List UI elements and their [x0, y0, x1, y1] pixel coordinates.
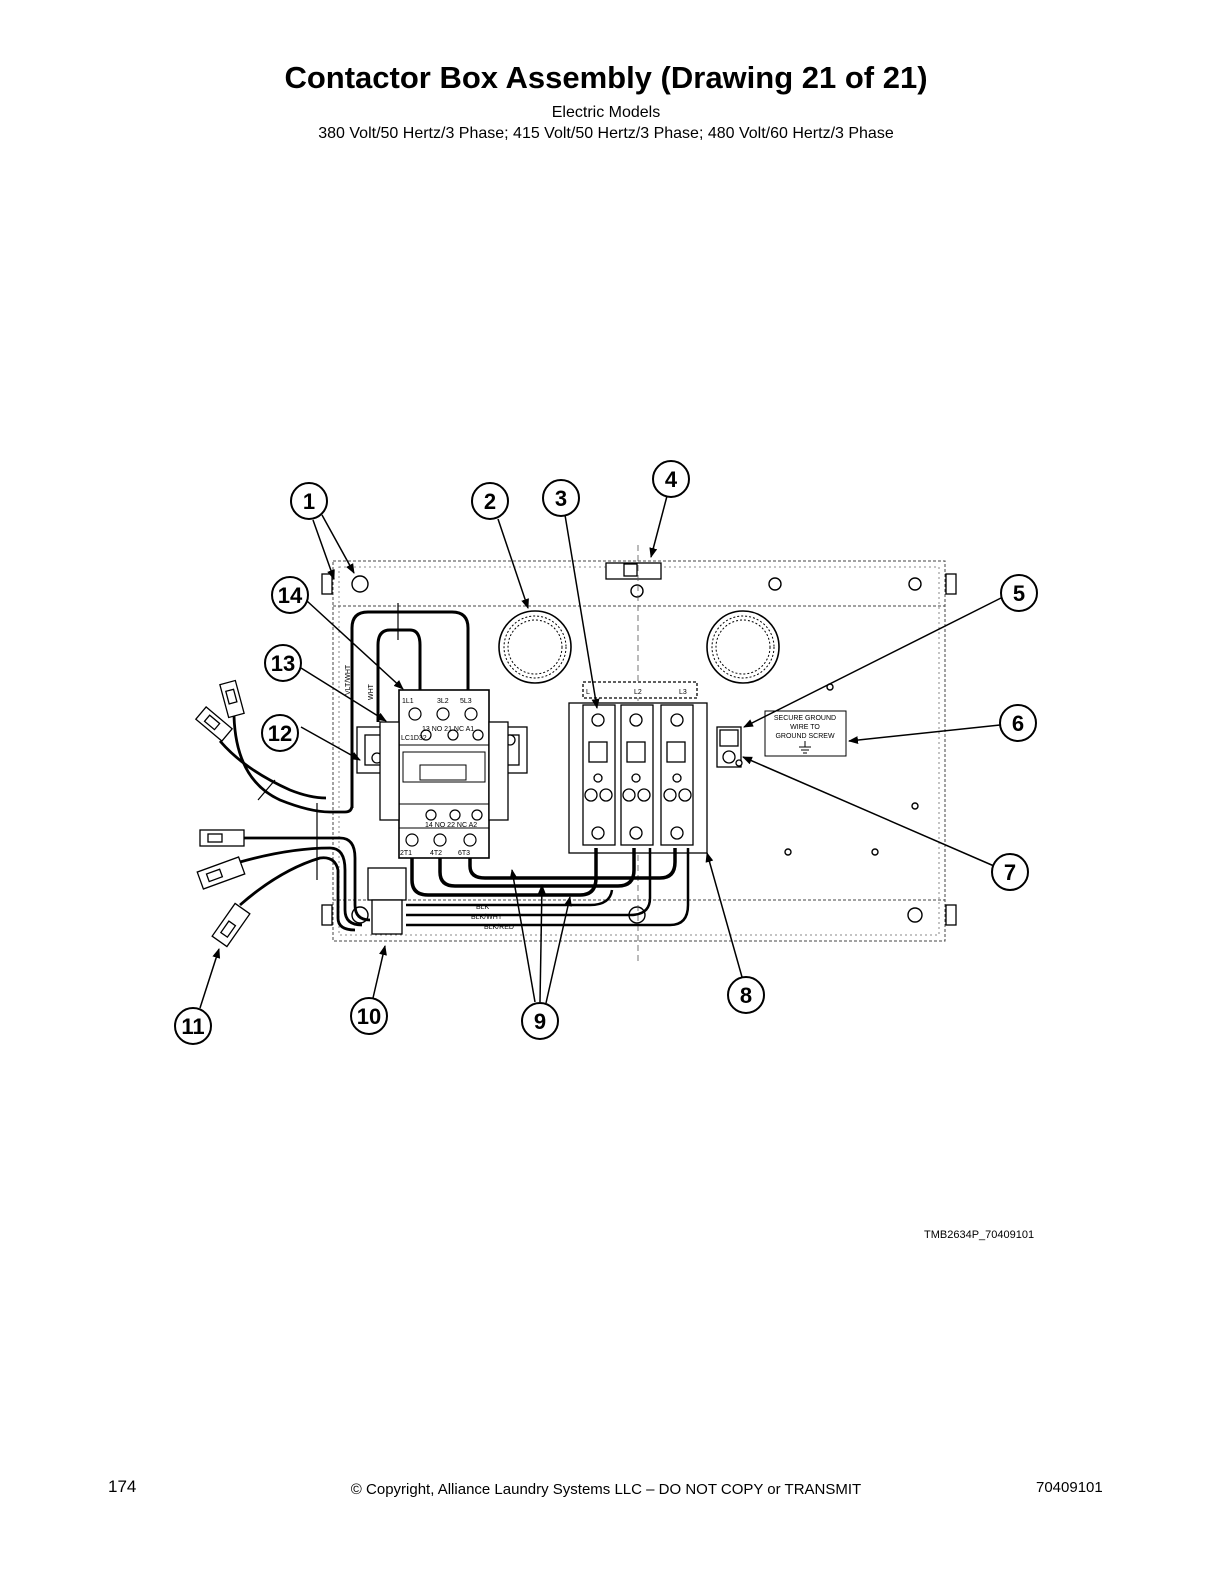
- contactor-terminal-l3: 5L3: [460, 698, 472, 705]
- callout-9: 9: [521, 1002, 559, 1040]
- page-title: Contactor Box Assembly (Drawing 21 of 21…: [284, 60, 928, 95]
- svg-text:13: 13: [271, 651, 295, 676]
- strain-relief: [367, 867, 407, 935]
- wire-label-vlt-wht: VLT/WHT: [345, 664, 352, 695]
- page-number: 174: [108, 1477, 137, 1496]
- callouts: 1 2 3 4 5 6 7 8 9 10 11 12 13 14: [174, 460, 1038, 1045]
- svg-text:1: 1: [303, 489, 315, 514]
- callout-10: 10: [350, 997, 388, 1035]
- callout-13: 13: [264, 644, 302, 682]
- copyright-notice: © Copyright, Alliance Laundry Systems LL…: [350, 1481, 862, 1498]
- callout-12: 12: [261, 714, 299, 752]
- svg-text:2: 2: [484, 489, 496, 514]
- contactor-terminal-t1: 2T1: [400, 850, 412, 857]
- contactor-terminal-l1: 1L1: [402, 698, 414, 705]
- svg-text:5: 5: [1013, 581, 1025, 606]
- page-subtitle: Electric Models: [551, 104, 661, 121]
- wire-label-wht: WHT: [368, 683, 375, 700]
- ground-label-line-2: WIRE TO: [790, 724, 820, 731]
- terminal-label-l: L: [586, 689, 590, 696]
- mounting-screws: [351, 575, 923, 924]
- ground-label-line-3: GROUND SCREW: [775, 733, 835, 740]
- svg-text:14: 14: [278, 583, 303, 608]
- contactor-terminal-t3: 6T3: [458, 850, 470, 857]
- side-brackets: [321, 573, 957, 926]
- knockouts: [498, 610, 780, 684]
- contactor-aux-bottom-label: 14 NO 22 NC A2: [425, 822, 477, 829]
- svg-text:12: 12: [268, 721, 292, 746]
- terminal-label-l2: L2: [634, 689, 642, 696]
- ground-lug: [716, 726, 743, 768]
- document-number: 70409101: [1036, 1479, 1103, 1496]
- callout-7: 7: [991, 853, 1029, 891]
- wiring: [218, 603, 690, 932]
- callout-14: 14: [271, 576, 309, 614]
- drawing-id: TMB2634P_70409101: [924, 1229, 1035, 1241]
- voltage-specs: 380 Volt/50 Hertz/3 Phase; 415 Volt/50 H…: [318, 125, 894, 142]
- svg-text:6: 6: [1012, 711, 1024, 736]
- svg-text:3: 3: [555, 486, 567, 511]
- svg-text:10: 10: [357, 1004, 381, 1029]
- callout-3: 3: [542, 479, 580, 517]
- ground-label-line-1: SECURE GROUND: [774, 715, 836, 722]
- callout-5: 5: [1000, 574, 1038, 612]
- quick-disconnect-connectors: [194, 679, 251, 948]
- contactor-aux-top-label: 13 NO 21 NC A1: [422, 726, 474, 733]
- callout-8: 8: [727, 976, 765, 1014]
- callout-6: 6: [999, 704, 1037, 742]
- ground-instruction-label: SECURE GROUND WIRE TO GROUND SCREW: [764, 710, 847, 757]
- contactor-terminal-l2: 3L2: [437, 698, 449, 705]
- wire-label-blk: BLK: [476, 904, 490, 911]
- svg-text:8: 8: [740, 983, 752, 1008]
- callout-2: 2: [471, 482, 509, 520]
- callout-11: 11: [174, 1007, 212, 1045]
- svg-text:7: 7: [1004, 860, 1016, 885]
- callout-4: 4: [652, 460, 690, 498]
- svg-text:9: 9: [534, 1009, 546, 1034]
- terminal-label-l3: L3: [679, 689, 687, 696]
- terminal-block: L L2 L3: [568, 681, 708, 854]
- contactor-model-label: LC1D32: [401, 735, 427, 742]
- svg-text:11: 11: [181, 1014, 204, 1039]
- wire-label-blk-red: BLK/RED: [484, 924, 514, 931]
- callout-1: 1: [290, 482, 328, 520]
- svg-text:4: 4: [665, 467, 678, 492]
- leader-lines: [199, 495, 1002, 1009]
- contactor-terminal-t2: 4T2: [430, 850, 442, 857]
- wire-label-blk-wht: BLK/WHT: [471, 914, 503, 921]
- contactor: 1L1 3L2 5L3 13 NO 21 NC A1 LC1D32 14 NO …: [379, 689, 509, 859]
